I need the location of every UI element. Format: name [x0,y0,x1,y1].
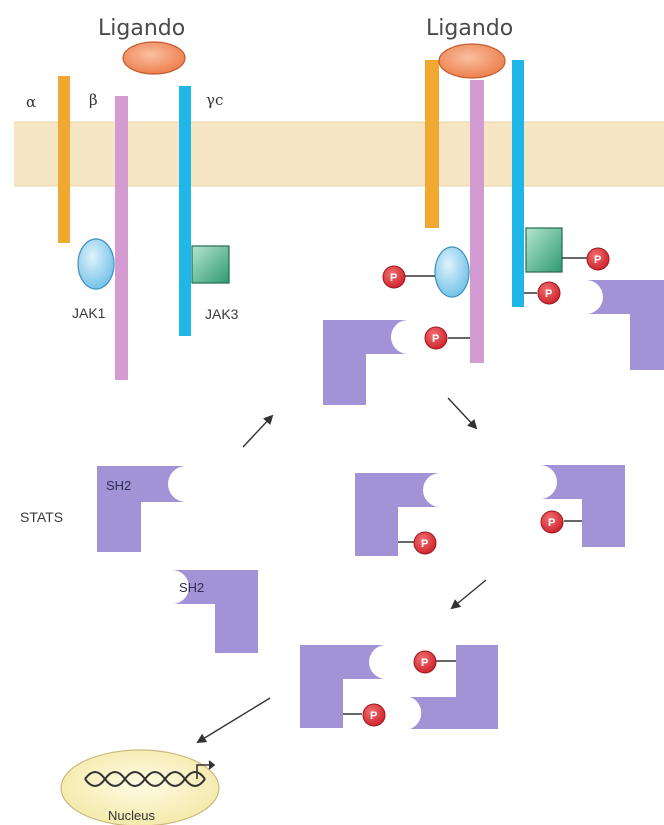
stat-latent-1 [97,466,186,552]
ligand-label-right: Ligando [426,16,513,41]
stat-dimer-right-half [410,645,498,729]
ligand-right [438,43,506,79]
beta-chain-left [115,96,128,380]
gamma-c-label: γc [206,91,223,109]
dna-helix-icon [84,771,206,787]
sh2-label-1: SH2 [106,478,131,493]
phospho-gamma-label: P [545,288,552,300]
sh2-label-2: SH2 [179,580,204,595]
gamma-chain-right [512,60,524,307]
stat-phospho-monomer-left [355,473,440,556]
stat-bound-right [586,280,664,370]
stat-phospho-monomer-right [540,465,625,547]
phospho-jak3-label: P [594,254,601,266]
jak3-right [525,227,563,273]
gamma-chain-left [179,86,191,336]
phospho-dimer-top: P [413,650,437,674]
jak3-left [191,245,230,284]
arrow-release-stats [447,397,478,430]
phospho-gamma-receptor: P [537,281,561,305]
alpha-chain-left [58,76,70,243]
jak1-right [434,246,470,298]
jak1-left [77,238,115,290]
transcription-arrow-icon [196,760,216,779]
alpha-chain-right [425,60,439,228]
phospho-dimer-top-label: P [421,657,428,669]
phospho-monomer-right-label: P [548,517,555,529]
stat-dimer-left-half [300,645,386,728]
phospho-monomer-right: P [540,510,564,534]
cell-membrane [14,122,664,186]
nucleus [60,749,220,825]
arrow-stats-to-receptor [242,414,274,448]
phospho-jak3: P [586,247,610,271]
arrow-to-dimer [450,579,487,610]
phospho-jak1: P [382,265,406,289]
phospho-dimer-bottom: P [362,703,386,727]
beta-label: β [89,91,98,109]
phospho-beta-label: P [432,333,439,345]
beta-chain-right [470,80,484,363]
jak1-label: JAK1 [72,305,106,321]
stats-label: STATS [20,509,63,525]
arrow-to-nucleus [196,697,271,744]
phospho-jak1-label: P [390,272,397,284]
phospho-monomer-left: P [413,531,437,555]
phospho-monomer-left-label: P [421,538,428,550]
alpha-label: α [26,93,36,111]
jak3-label: JAK3 [205,306,239,322]
nucleus-label: Nucleus [108,808,155,823]
stat-latent-2 [172,570,258,653]
phospho-dimer-bottom-label: P [370,710,377,722]
ligand-label-left: Ligando [98,16,185,41]
phospho-beta-receptor: P [424,326,448,350]
ligand-left [122,41,186,75]
stat-bound-left [323,320,408,405]
